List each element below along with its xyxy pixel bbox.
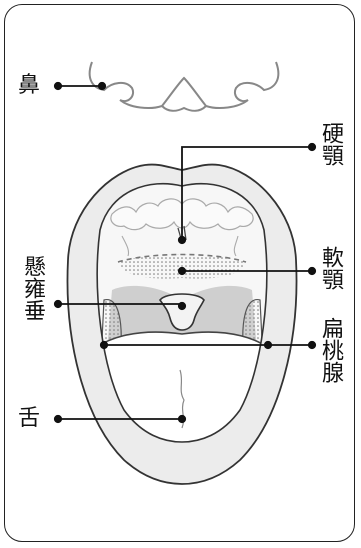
label-nose: 鼻	[18, 73, 40, 98]
label-tongue: 舌	[18, 406, 40, 431]
label-hard-palate: 硬顎	[318, 122, 343, 166]
label-tonsils: 扁桃腺	[318, 317, 343, 383]
label-uvula: 懸雍垂	[20, 255, 45, 321]
nose-outline	[90, 62, 279, 108]
label-soft-palate: 軟顎	[318, 246, 343, 290]
